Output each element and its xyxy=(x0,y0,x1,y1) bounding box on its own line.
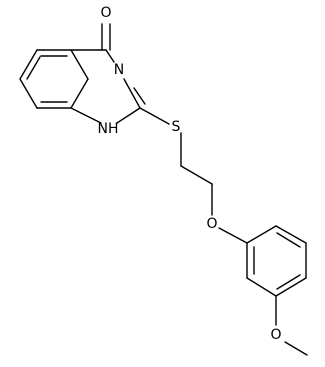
atom-label-methoxy-oxygen: O xyxy=(270,327,281,343)
atom-label-sulfur: S xyxy=(172,119,181,135)
bond xyxy=(105,49,115,63)
bond xyxy=(246,225,277,244)
side-chain xyxy=(139,107,248,244)
pyrimidinone-ring xyxy=(70,23,146,124)
bond xyxy=(123,78,141,109)
atom-label-carbonyl-oxygen: O xyxy=(100,5,111,21)
atom-label-ring-nitrogen: N xyxy=(114,62,124,78)
bond xyxy=(276,232,301,248)
bond xyxy=(218,227,248,244)
bond xyxy=(19,78,38,109)
bond xyxy=(19,49,38,80)
bond xyxy=(116,107,141,124)
bond xyxy=(70,78,89,109)
atom-label-ether-oxygen: O xyxy=(206,216,217,232)
bond xyxy=(284,341,308,356)
atom-label-nh-nitrogen: NH xyxy=(98,121,119,137)
bond xyxy=(275,225,307,244)
benzo-ring xyxy=(19,49,89,109)
bond xyxy=(70,49,89,80)
bond xyxy=(246,277,277,297)
bond xyxy=(133,87,146,105)
methoxyphenyl-ring xyxy=(246,225,308,356)
bond xyxy=(26,56,41,80)
bond xyxy=(275,277,307,297)
bond xyxy=(276,274,301,290)
bond xyxy=(139,107,170,125)
bond xyxy=(70,107,102,124)
bond xyxy=(180,165,213,185)
